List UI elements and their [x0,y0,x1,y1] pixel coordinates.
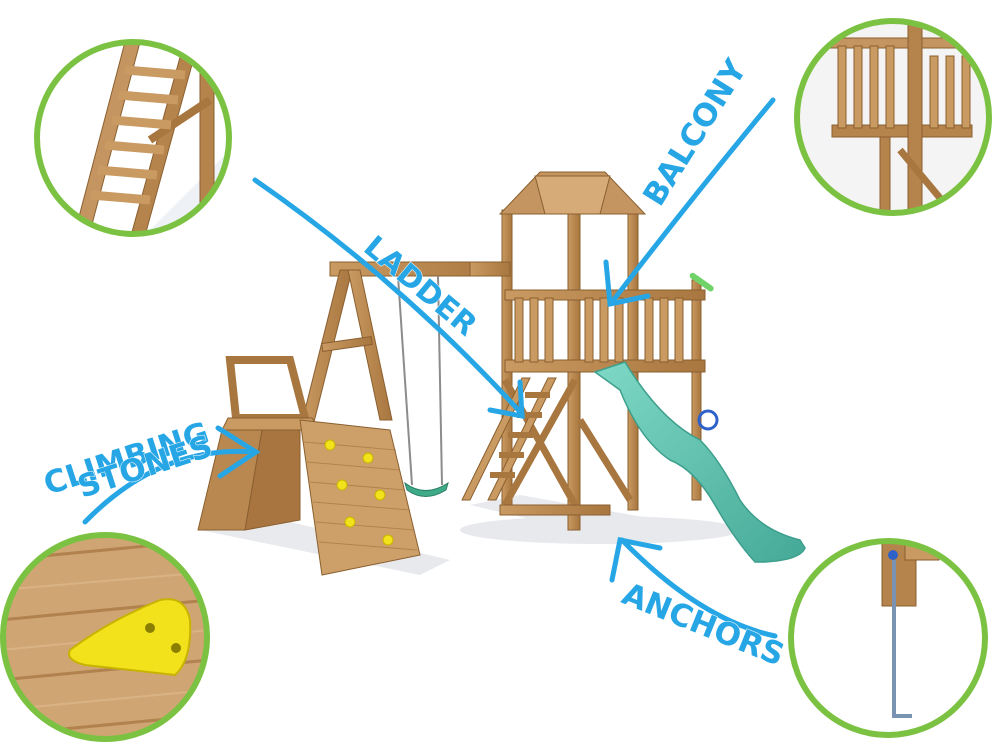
ladder-arrow [252,177,525,417]
swing-seat [404,481,449,497]
ladder-callout-label: LADDER [357,229,483,343]
callout-arrows [82,97,778,639]
balcony-callout-label: BALCONY [636,53,754,212]
climbing-wall-structure [197,356,421,576]
balcony-arrow [609,97,776,305]
slide [593,361,806,563]
climbing-stone-detail-image [0,532,210,742]
steering-wheel [697,409,719,431]
tower [498,171,706,531]
telescope [689,272,714,292]
anchors-arrow [619,537,778,639]
anchors-callout-label: ANCHORS [617,576,789,674]
swing [397,275,449,497]
balcony-detail-image [794,18,992,216]
swing-beam [469,261,511,277]
climbing-stones [324,439,394,546]
anchor-detail-image [788,538,988,738]
climbing-arrow [82,448,257,525]
ladder-detail-image [34,39,232,237]
climbing-stone-icon [68,598,192,677]
swing-frame [299,261,511,431]
